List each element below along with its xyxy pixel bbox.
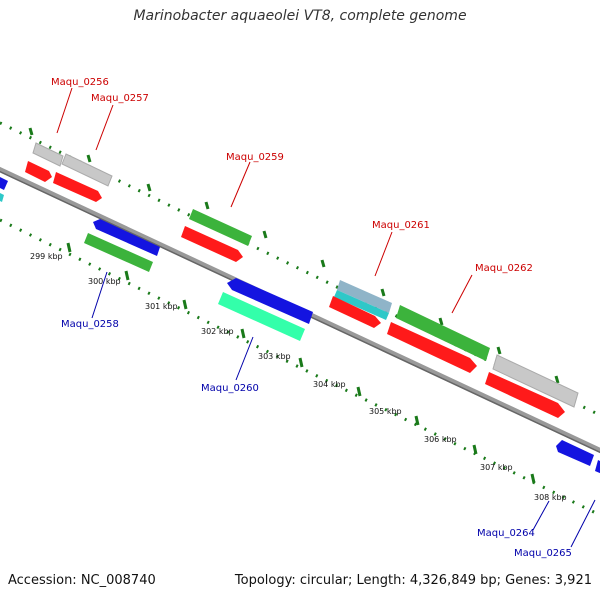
gene-label-reverse[interactable]: Maqu_0265	[514, 548, 572, 559]
gene-label-reverse[interactable]: Maqu_0258	[61, 319, 119, 330]
gene-label-forward[interactable]: Maqu_0262	[475, 263, 533, 274]
gene-label-reverse[interactable]: Maqu_0264	[477, 528, 535, 539]
gene-arrow[interactable]	[227, 278, 313, 324]
kbp-labels: 299 kbp 300 kbp 301 kbp 302 kbp 303 kbp …	[30, 252, 567, 502]
gene-arrow[interactable]	[595, 460, 600, 474]
gene-arrow[interactable]	[93, 219, 160, 256]
inner-major-ticks	[66, 242, 536, 484]
gene-features	[0, 142, 600, 474]
accession-label: Accession: NC_008740	[8, 573, 156, 588]
kbp-label: 301 kbp	[145, 302, 178, 311]
gene-arrow[interactable]	[218, 292, 305, 341]
kbp-label: 303 kbp	[258, 352, 291, 361]
kbp-label: 299 kbp	[30, 252, 63, 261]
gene-arrow[interactable]	[334, 290, 389, 320]
gene-arrow[interactable]	[556, 440, 594, 466]
gene-arrow[interactable]	[396, 305, 490, 361]
genome-title: Marinobacter aquaeolei VT8, complete gen…	[133, 8, 467, 24]
kbp-label: 307 kbp	[480, 463, 513, 472]
gene-arrow[interactable]	[32, 142, 64, 167]
gene-label-reverse[interactable]: Maqu_0260	[201, 383, 259, 394]
gene-label-forward[interactable]: Maqu_0257	[91, 93, 149, 104]
gene-arrow[interactable]	[0, 176, 8, 190]
gene-label-forward[interactable]: Maqu_0261	[372, 220, 430, 231]
outer-major-ticks	[28, 127, 560, 384]
kbp-label: 308 kbp	[534, 493, 567, 502]
gene-arrow[interactable]	[181, 226, 243, 262]
gene-label-forward[interactable]: Maqu_0259	[226, 152, 284, 163]
label-leaders	[56, 87, 596, 548]
kbp-label: 305 kbp	[369, 407, 402, 416]
gene-labels: Maqu_0256 Maqu_0257 Maqu_0259 Maqu_0261 …	[51, 77, 572, 559]
gene-arrow[interactable]	[329, 296, 381, 328]
gene-arrow[interactable]	[337, 280, 392, 313]
gene-arrow[interactable]	[84, 233, 153, 272]
kbp-label: 302 kbp	[201, 327, 234, 336]
kbp-label: 306 kbp	[424, 435, 457, 444]
gene-arrow[interactable]	[189, 209, 252, 246]
gene-arrow[interactable]	[61, 153, 113, 187]
genome-summary: Topology: circular; Length: 4,326,849 bp…	[234, 573, 592, 588]
gene-label-forward[interactable]: Maqu_0256	[51, 77, 109, 88]
gene-arrow[interactable]	[0, 192, 4, 202]
gene-arrow[interactable]	[25, 161, 52, 182]
gene-arrow[interactable]	[485, 372, 565, 418]
kbp-label: 304 kbp	[313, 380, 346, 389]
gene-arrow[interactable]	[53, 172, 102, 202]
gene-arrow[interactable]	[492, 354, 579, 408]
gene-arrow[interactable]	[387, 322, 477, 373]
